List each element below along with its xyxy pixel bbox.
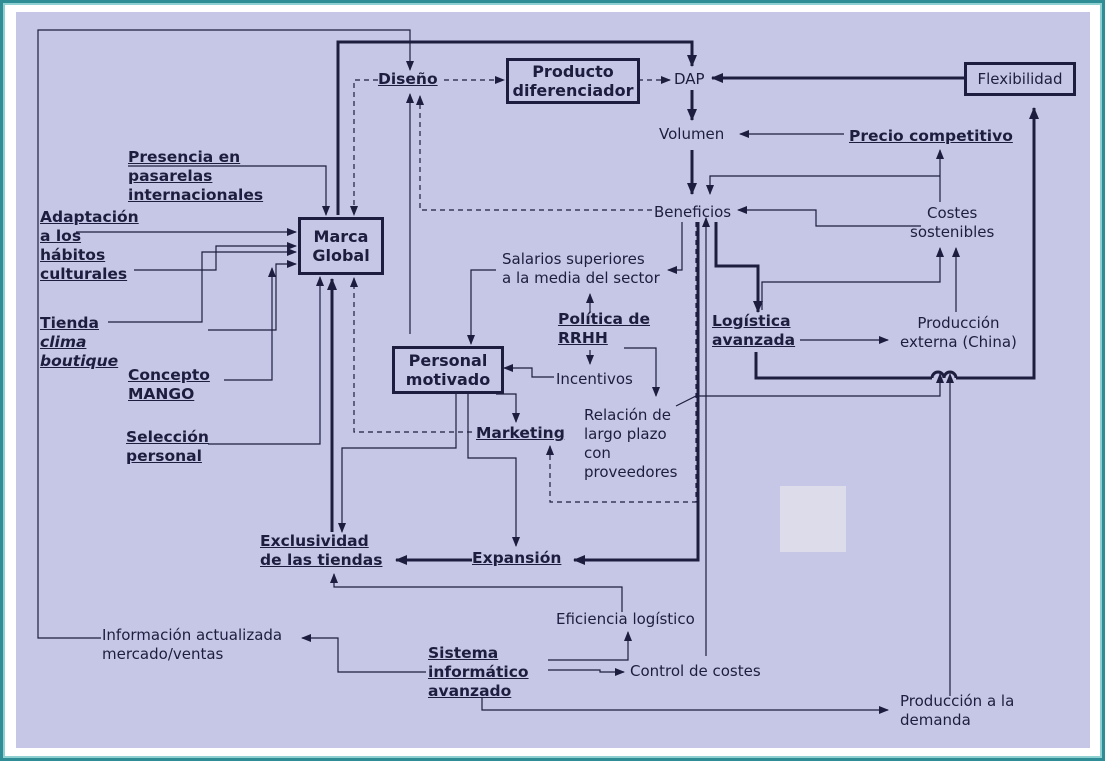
node-volumen: Volumen xyxy=(659,125,725,143)
node-eficiencia-logistico: Eficiencia logístico xyxy=(556,610,695,628)
node-flexibilidad: Flexibilidad xyxy=(964,62,1076,96)
node-tienda: Tienda clima boutique xyxy=(40,314,119,370)
blank-patch xyxy=(780,486,846,552)
node-diseno: Diseño xyxy=(378,70,438,88)
node-control-costes: Control de costes xyxy=(630,662,761,680)
connector-layer xyxy=(37,29,1039,714)
node-expansion: Expansión xyxy=(472,549,562,567)
node-beneficios: Beneficios xyxy=(654,203,732,221)
node-incentivos: Incentivos xyxy=(556,370,633,388)
node-dap: DAP xyxy=(674,70,705,88)
diagram-canvas: Producto diferenciador Flexibilidad Marc… xyxy=(16,12,1090,748)
node-precio-competitivo: Precio competitivo xyxy=(849,127,1013,145)
node-marketing: Marketing xyxy=(476,424,565,442)
node-personal-motivado: Personal motivado xyxy=(392,346,504,394)
node-marca-global: Marca Global xyxy=(298,217,384,275)
node-producto-diferenciador: Producto diferenciador xyxy=(506,58,640,104)
